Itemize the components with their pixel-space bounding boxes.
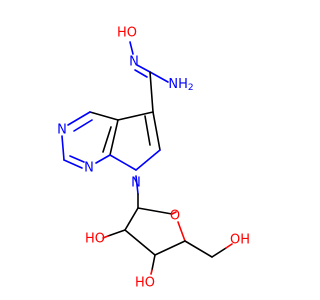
molecule-diagram: HO N NH2 N N N O HO HO OH <box>57 26 250 291</box>
bond-c2-n1 <box>63 159 83 169</box>
hydroxyl-2-label: HO <box>85 232 105 247</box>
bond-n3-c2 <box>61 135 65 161</box>
bond-c4-n3 <box>67 111 91 126</box>
bond-oxime-n-o <box>129 41 134 55</box>
pyrrole-nitrogen-label: N <box>131 176 141 191</box>
bond-c5p-o5p <box>211 247 227 258</box>
bond-amidine-c-n-2 <box>134 69 148 78</box>
bond-n7-c7a <box>109 154 137 171</box>
bond-c2p-c1p <box>124 207 139 231</box>
bond-n1-c7a <box>95 154 111 164</box>
bond-c5-c4a <box>117 111 154 121</box>
bond-c4-n3-inner <box>73 119 93 132</box>
hydroxymethyl-oh-label: OH <box>230 233 250 248</box>
oxime-hydroxyl-label: HO <box>117 26 137 41</box>
bond-c6-n7 <box>135 149 161 171</box>
structure-svg: HO N NH2 N N N O HO HO OH <box>57 26 250 291</box>
bond-c5p-o5p-b <box>225 243 233 249</box>
bond-o4p <box>171 211 177 215</box>
bond-c3p-c2p <box>124 229 156 256</box>
bond-c5-c6 <box>152 111 161 151</box>
pyrimidine-n3-label: N <box>57 123 67 138</box>
bond-c4a-c4 <box>89 111 119 121</box>
bond-o4p-c4p <box>177 221 186 242</box>
bond-c4p-c5p <box>184 240 213 258</box>
amidine-nitrogen-label: N <box>129 55 139 70</box>
bond-c3p-oh-b <box>150 269 153 275</box>
amine-nh2-label: NH2 <box>168 77 193 94</box>
bond-c4p-c3p <box>154 240 186 256</box>
bond-c2p-oh <box>107 229 126 237</box>
bond-c1p-o4p <box>137 207 173 215</box>
bond-c2-n1-inner <box>69 155 85 163</box>
pyrimidine-n1-label: N <box>84 161 94 176</box>
atom-labels: HO N NH2 N N N O HO HO OH <box>57 26 250 291</box>
bonds <box>61 41 233 275</box>
bond-n7-c1p <box>135 175 139 195</box>
bond-c2p-oh-b <box>102 235 109 239</box>
bond-amidine-c-nh2 <box>149 71 169 83</box>
bond-c5-c6-inner <box>144 115 151 146</box>
hydroxyl-3-label: HO <box>135 276 155 291</box>
bond-amidine-c-n-1 <box>136 64 151 73</box>
bond-amidine-c-ring <box>149 71 154 113</box>
bond-c7a-c4a-inner <box>102 126 112 153</box>
bond-c3p-oh <box>151 254 156 271</box>
bond-c7a-c4a <box>109 119 119 156</box>
ring-oxygen-label: O <box>170 209 180 224</box>
